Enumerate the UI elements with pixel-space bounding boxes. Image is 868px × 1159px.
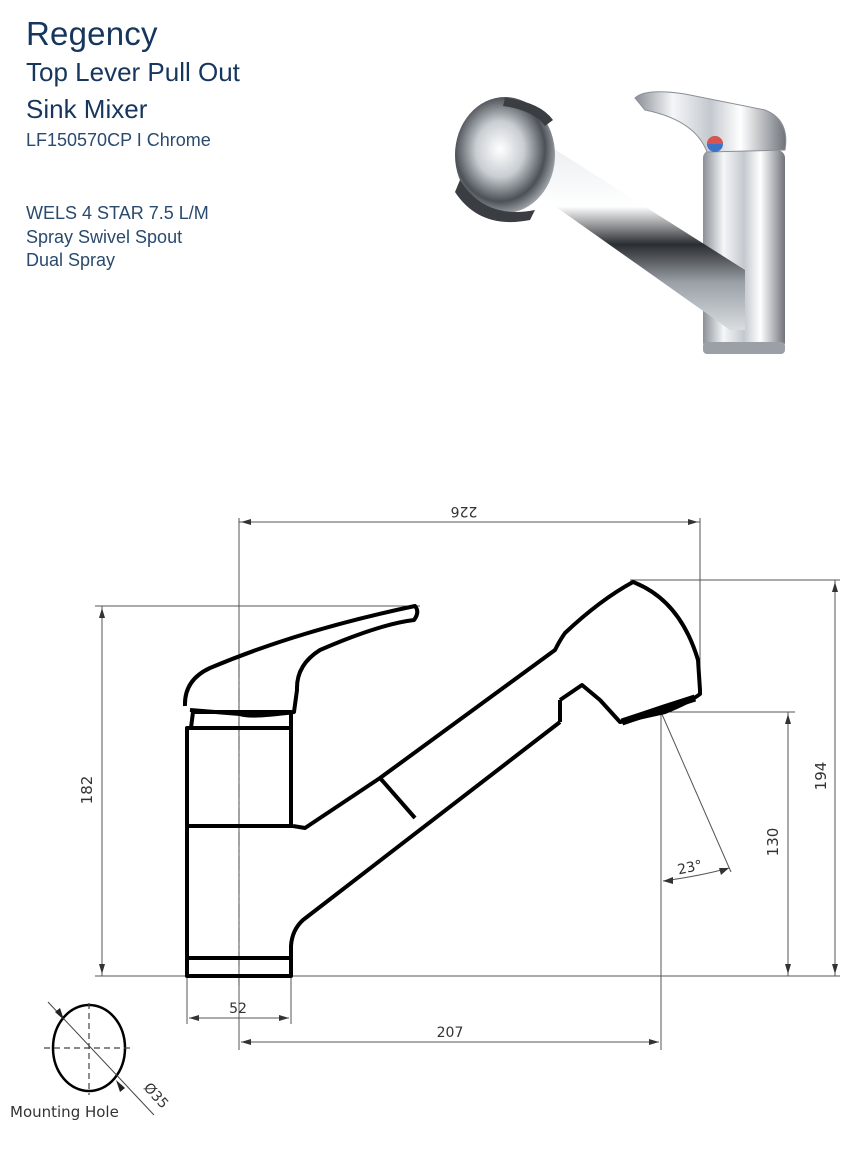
feature-item: WELS 4 STAR 7.5 L/M bbox=[26, 203, 209, 223]
mixer-photo-icon bbox=[455, 91, 787, 354]
mounting-hole-label: Mounting Hole bbox=[10, 1103, 119, 1121]
feature-item: Spray Swivel Spout bbox=[26, 226, 183, 247]
dim-overall-reach: 226 bbox=[451, 503, 478, 519]
dim-overall-height: 194 bbox=[812, 762, 830, 791]
dim-base-diameter: 52 bbox=[229, 1001, 247, 1017]
product-header: Regency Top Lever Pull Out Sink Mixer LF… bbox=[26, 14, 240, 151]
dim-lever-height: 182 bbox=[78, 776, 96, 805]
dim-spray-angle: 23° bbox=[676, 858, 704, 879]
feature-item: Dual Spray bbox=[26, 250, 116, 270]
product-photo bbox=[445, 80, 795, 360]
feature-list: WELS 4 STAR 7.5 L/M Spray Swivel Spout D… bbox=[26, 202, 209, 273]
product-name-line2: Sink Mixer bbox=[26, 94, 148, 124]
dim-spout-reach: 207 bbox=[437, 1025, 464, 1041]
dim-mounting-hole: Ø35 bbox=[140, 1080, 171, 1112]
brand-title: Regency bbox=[26, 15, 158, 52]
product-name-line1: Top Lever Pull Out bbox=[26, 57, 240, 87]
technical-drawing: 226 182 194 130 23° 52 207 Ø35 Mounting … bbox=[0, 480, 868, 1154]
product-code-finish: LF150570CP I Chrome bbox=[26, 130, 211, 150]
dim-outlet-height: 130 bbox=[764, 828, 782, 857]
